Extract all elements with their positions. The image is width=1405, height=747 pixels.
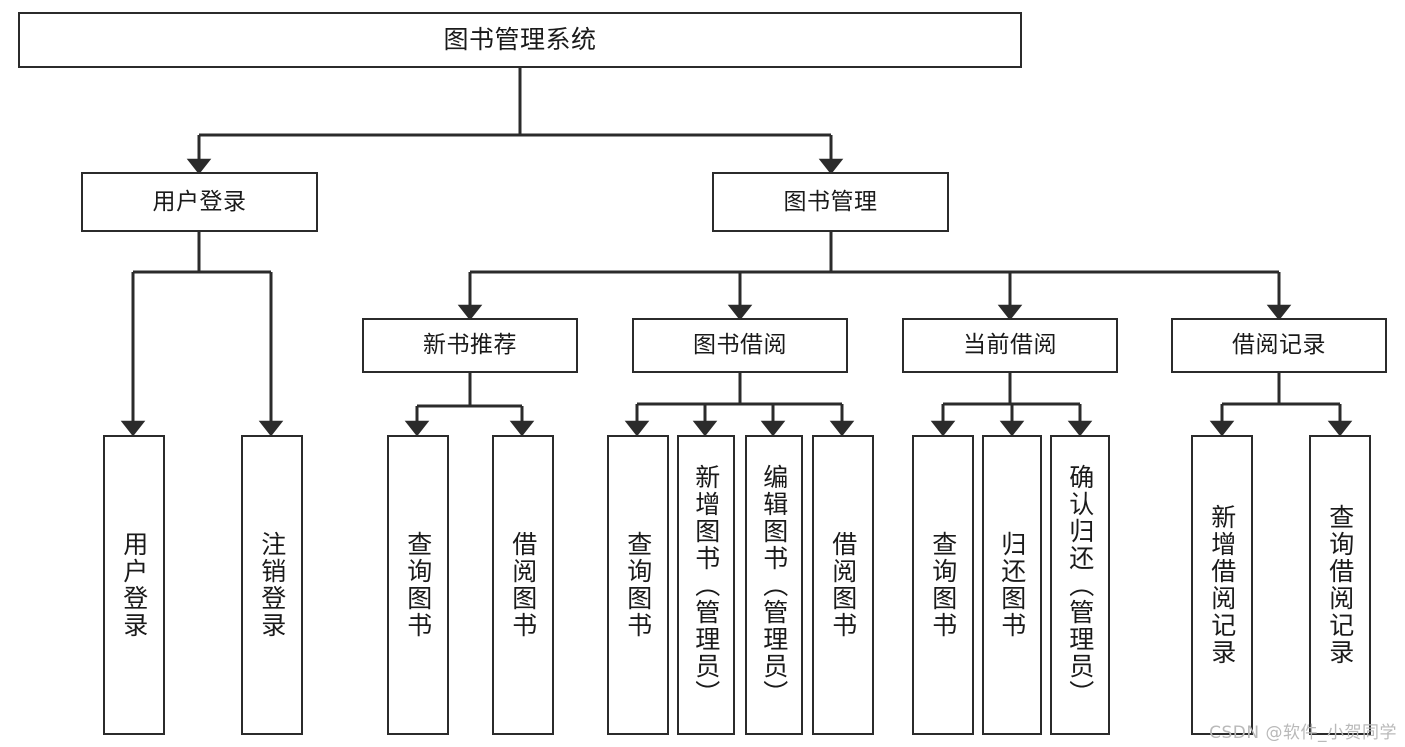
node-new-book-recommend-label: 新书推荐	[423, 332, 517, 359]
leaf-book-borrow-query-label: 查询图书	[623, 531, 653, 639]
leaf-current-borrow-query[interactable]: 查询图书	[912, 435, 974, 735]
leaf-current-borrow-return-label: 归还图书	[997, 531, 1027, 639]
leaf-current-borrow-confirm-label: 确认归还（管理员）	[1065, 463, 1095, 707]
csdn-watermark: CSDN @软件_小贺同学	[1209, 723, 1397, 743]
node-user-login-label: 用户登录	[152, 188, 247, 215]
leaf-book-borrow-add-label: 新增图书（管理员）	[691, 463, 721, 707]
leaf-new-book-borrow[interactable]: 借阅图书	[492, 435, 554, 735]
leaf-user-login-logout[interactable]: 注销登录	[241, 435, 303, 735]
leaf-new-book-borrow-label: 借阅图书	[508, 531, 538, 639]
node-borrow-record-label: 借阅记录	[1232, 332, 1326, 359]
leaf-borrow-record-add[interactable]: 新增借阅记录	[1191, 435, 1253, 735]
node-book-borrow-label: 图书借阅	[693, 332, 787, 359]
leaf-new-book-query-label: 查询图书	[403, 531, 433, 639]
leaf-new-book-query[interactable]: 查询图书	[387, 435, 449, 735]
node-root-system[interactable]: 图书管理系统	[18, 12, 1022, 68]
node-user-login[interactable]: 用户登录	[81, 172, 318, 232]
leaf-current-borrow-confirm[interactable]: 确认归还（管理员）	[1050, 435, 1110, 735]
node-current-borrow-label: 当前借阅	[963, 332, 1057, 359]
node-new-book-recommend[interactable]: 新书推荐	[362, 318, 578, 373]
leaf-book-borrow-edit-label: 编辑图书（管理员）	[759, 463, 789, 707]
leaf-user-login-login[interactable]: 用户登录	[103, 435, 165, 735]
node-book-borrow[interactable]: 图书借阅	[632, 318, 848, 373]
node-borrow-record[interactable]: 借阅记录	[1171, 318, 1387, 373]
leaf-user-login-login-label: 用户登录	[119, 531, 149, 639]
leaf-book-borrow-borrow-label: 借阅图书	[828, 531, 858, 639]
node-root-system-label: 图书管理系统	[443, 24, 597, 54]
leaf-book-borrow-edit[interactable]: 编辑图书（管理员）	[745, 435, 803, 735]
leaf-borrow-record-add-label: 新增借阅记录	[1207, 504, 1237, 666]
node-book-management[interactable]: 图书管理	[712, 172, 949, 232]
leaf-book-borrow-add[interactable]: 新增图书（管理员）	[677, 435, 735, 735]
node-current-borrow[interactable]: 当前借阅	[902, 318, 1118, 373]
leaf-borrow-record-query[interactable]: 查询借阅记录	[1309, 435, 1371, 735]
leaf-user-login-logout-label: 注销登录	[257, 531, 287, 639]
node-book-management-label: 图书管理	[783, 188, 878, 215]
leaf-book-borrow-borrow[interactable]: 借阅图书	[812, 435, 874, 735]
leaf-current-borrow-query-label: 查询图书	[928, 531, 958, 639]
leaf-current-borrow-return[interactable]: 归还图书	[982, 435, 1042, 735]
leaf-borrow-record-query-label: 查询借阅记录	[1325, 504, 1355, 666]
leaf-book-borrow-query[interactable]: 查询图书	[607, 435, 669, 735]
